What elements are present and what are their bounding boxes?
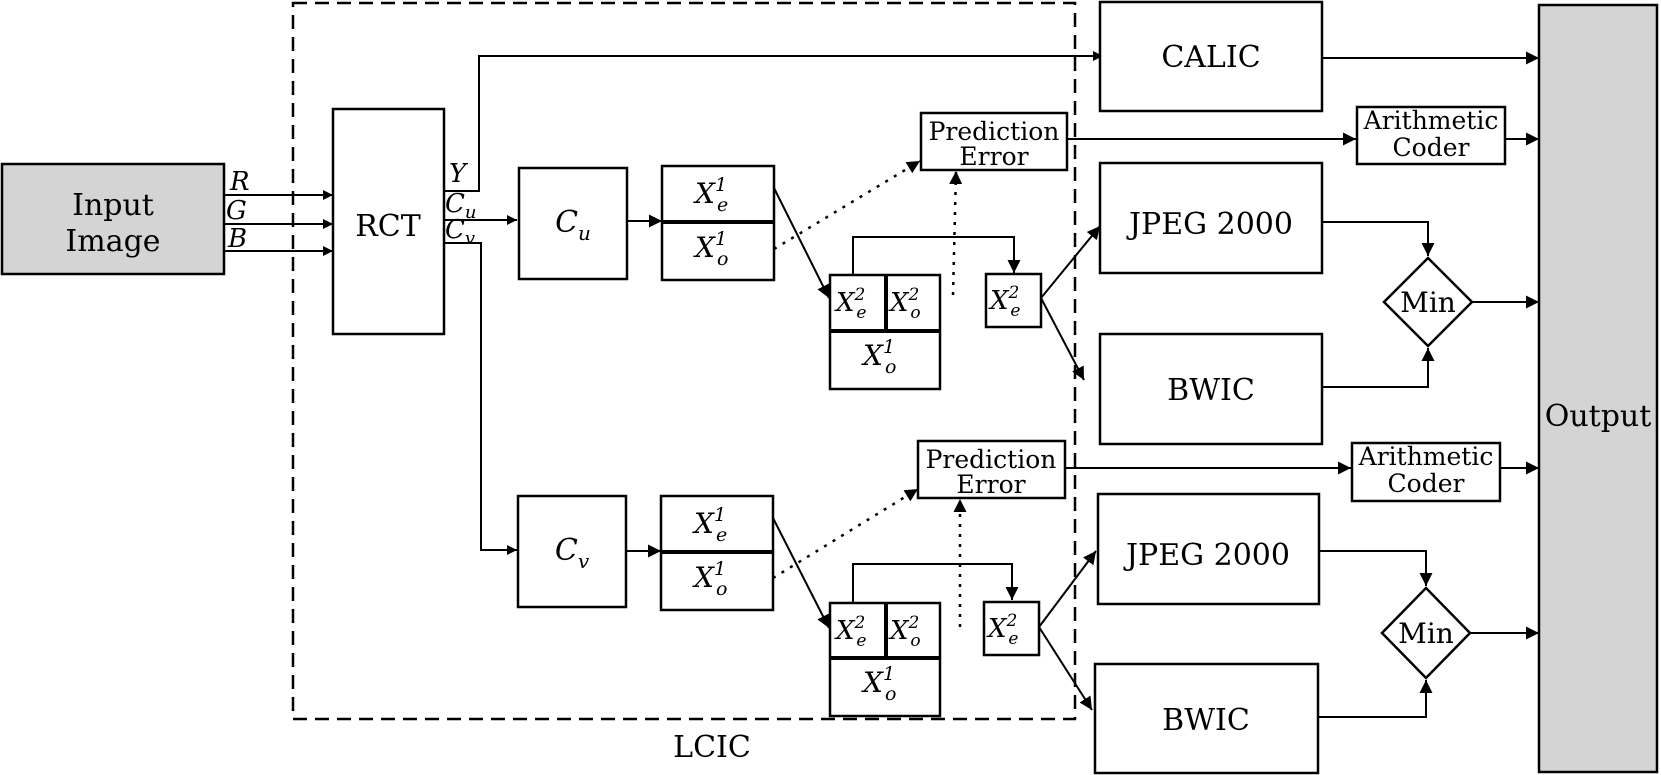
bwic-block (1093, 662, 1320, 775)
rct-outputs: Y Cu Cv (444, 51, 1103, 555)
cu-block-label: Cu (555, 205, 591, 245)
input-image-label-line2: Image (65, 224, 160, 259)
channel-b-label: B (227, 224, 247, 254)
jpeg2000-label: JPEG 2000 (1123, 538, 1290, 573)
channel-g-label: G (226, 196, 247, 226)
xe2-out-block (984, 272, 1043, 329)
output-label: Output (1545, 399, 1652, 434)
rct-block: RCT (331, 107, 446, 336)
cv-block-label: Cv (555, 533, 590, 573)
lcic-label: LCIC (673, 730, 751, 765)
input-image-label-line1: Input (72, 188, 154, 223)
xe2-out-block (982, 600, 1041, 657)
cv-label: Cv (445, 215, 475, 249)
y-label: Y (449, 159, 469, 189)
rct-label: RCT (355, 209, 421, 244)
calic-block: CALIC (1098, 0, 1539, 113)
jpeg2000-block (1098, 161, 1324, 275)
jpeg2000-block (1096, 492, 1321, 606)
min-label: Min (1398, 617, 1454, 650)
arithmetic-coder-line2: Coder (1393, 133, 1470, 162)
prediction-error-line2: Error (959, 142, 1028, 171)
y-to-calic-arrow (444, 51, 1103, 192)
cv-block (516, 494, 628, 609)
arithmetic-coder-block (1350, 441, 1502, 503)
bwic-block (1098, 332, 1324, 446)
cu-block (517, 166, 629, 281)
prediction-error-block (919, 111, 1069, 172)
arithmetic-coder-block (1355, 105, 1507, 166)
cv-arrow (444, 242, 517, 555)
prediction-error-block (916, 439, 1067, 500)
jpeg2000-label: JPEG 2000 (1126, 207, 1293, 242)
min-decision (1380, 586, 1472, 680)
bwic-label: BWIC (1162, 703, 1250, 738)
prediction-error-line1: Prediction (929, 117, 1060, 146)
prediction-error-line2: Error (956, 470, 1025, 499)
input-image-block: Input Image (0, 162, 226, 276)
bwic-label: BWIC (1167, 373, 1255, 408)
calic-label: CALIC (1161, 40, 1260, 75)
cu-label: Cu (445, 189, 477, 223)
prediction-error-line1: Prediction (926, 445, 1057, 474)
output-block: Output (1537, 3, 1659, 774)
min-label: Min (1400, 286, 1456, 319)
arithmetic-coder-line1: Arithmetic (1358, 442, 1494, 471)
min-decision (1382, 256, 1474, 348)
arithmetic-coder-line2: Coder (1388, 469, 1465, 498)
rgb-channels: R G B (224, 167, 333, 256)
arithmetic-coder-line1: Arithmetic (1363, 106, 1499, 135)
channel-r-label: R (229, 167, 250, 197)
